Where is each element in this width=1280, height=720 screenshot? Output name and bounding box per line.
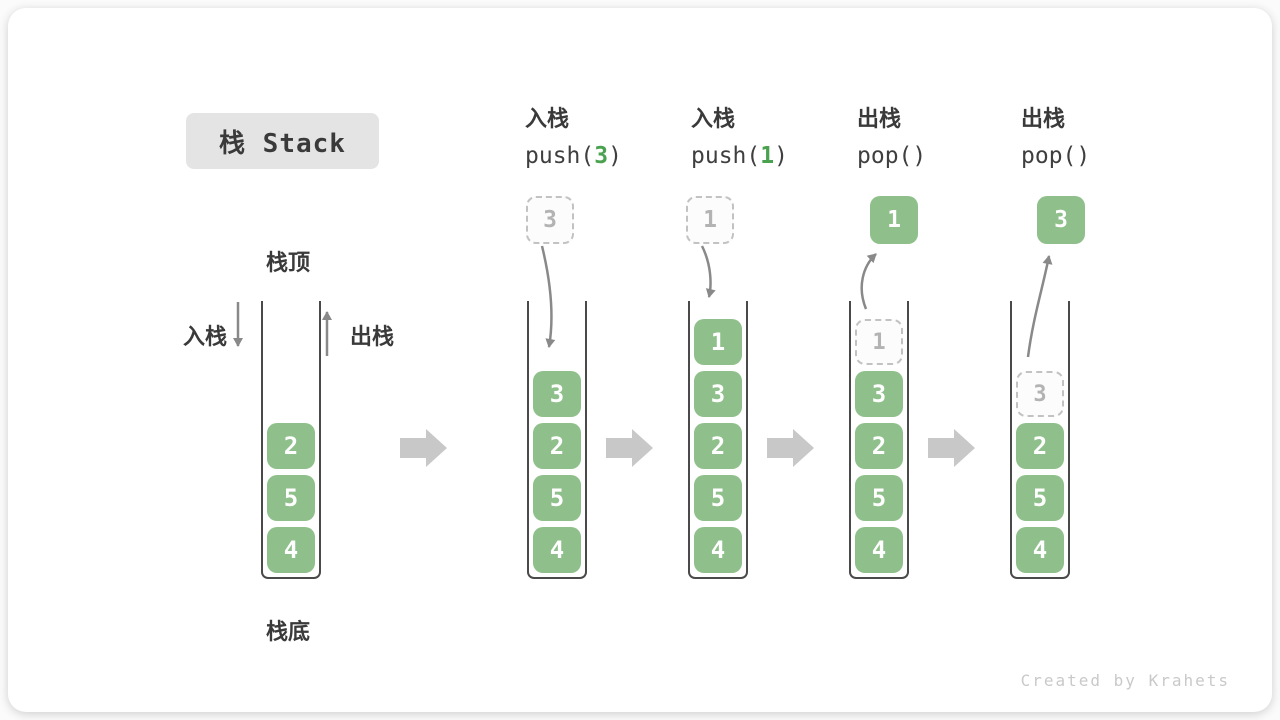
pushing-value-box: 1 bbox=[686, 196, 734, 244]
stack-bottom-label: 栈底 bbox=[266, 620, 311, 645]
stack-top-label: 栈顶 bbox=[266, 251, 311, 276]
op-header-pop-2: 出栈 pop() bbox=[1021, 107, 1090, 169]
code-pre: push( bbox=[525, 143, 595, 169]
code-post: ) bbox=[774, 143, 788, 169]
stack-cell: 3 bbox=[533, 371, 581, 417]
code-arg: 3 bbox=[594, 143, 609, 169]
popped-value-box: 1 bbox=[870, 196, 918, 244]
stack-cell: 4 bbox=[533, 527, 581, 573]
op-code-label: push(3) bbox=[525, 143, 622, 169]
flow-arrow-icon bbox=[928, 429, 975, 467]
op-code-label: pop() bbox=[857, 143, 926, 169]
flow-arrow-icon bbox=[606, 429, 653, 467]
stack-cell: 3 bbox=[855, 371, 903, 417]
diagram-title: 栈 Stack bbox=[186, 113, 379, 169]
stack-state-pop-2: 3 2 5 4 bbox=[1010, 301, 1070, 579]
push-direction-label: 入栈 bbox=[183, 325, 228, 350]
stack-cell-ghost: 1 bbox=[855, 319, 903, 365]
pop-direction-label: 出栈 bbox=[350, 325, 395, 350]
stack-cell: 4 bbox=[694, 527, 742, 573]
stack-state-push-1: 1 3 2 5 4 bbox=[688, 301, 748, 579]
stack-cell: 2 bbox=[1016, 423, 1064, 469]
diagram-card: 栈 Stack 入栈 push(3) 入栈 push(1) 出栈 pop() 出… bbox=[8, 8, 1272, 712]
stack-cell: 3 bbox=[694, 371, 742, 417]
op-header-push-1: 入栈 push(1) bbox=[691, 107, 788, 169]
stack-cell: 5 bbox=[855, 475, 903, 521]
code-arg: 1 bbox=[760, 143, 775, 169]
op-action-label: 出栈 bbox=[857, 107, 902, 132]
pushing-value-box: 3 bbox=[526, 196, 574, 244]
watermark: Created by Krahets bbox=[1020, 671, 1230, 690]
code-post: ) bbox=[1076, 143, 1091, 169]
stack-cell: 2 bbox=[267, 423, 315, 469]
code-pre: pop( bbox=[1021, 143, 1077, 169]
stack-cell: 4 bbox=[267, 527, 315, 573]
stack-cell: 1 bbox=[694, 319, 742, 365]
stack-cell: 2 bbox=[855, 423, 903, 469]
stack-cell: 4 bbox=[855, 527, 903, 573]
stack-cell: 4 bbox=[1016, 527, 1064, 573]
flow-arrow-icon bbox=[400, 429, 447, 467]
code-post: ) bbox=[608, 143, 622, 169]
stack-state-push-3: 3 2 5 4 bbox=[527, 301, 587, 579]
op-code-label: push(1) bbox=[691, 143, 788, 169]
stack-state-initial: 2 5 4 bbox=[261, 301, 321, 579]
op-action-label: 入栈 bbox=[691, 107, 736, 132]
stack-state-pop-1: 1 3 2 5 4 bbox=[849, 301, 909, 579]
stack-cell: 5 bbox=[533, 475, 581, 521]
op-action-label: 出栈 bbox=[1021, 107, 1066, 132]
stack-cell: 5 bbox=[267, 475, 315, 521]
popped-value-box: 3 bbox=[1037, 196, 1085, 244]
stack-cell: 5 bbox=[1016, 475, 1064, 521]
code-pre: push( bbox=[691, 143, 761, 169]
flow-arrow-icon bbox=[767, 429, 814, 467]
code-post: ) bbox=[912, 143, 927, 169]
stack-cell: 5 bbox=[694, 475, 742, 521]
op-action-label: 入栈 bbox=[525, 107, 570, 132]
op-header-push-3: 入栈 push(3) bbox=[525, 107, 622, 169]
stack-cell-ghost: 3 bbox=[1016, 371, 1064, 417]
push-motion-arrow-icon bbox=[700, 245, 716, 298]
stack-cell: 2 bbox=[533, 423, 581, 469]
stack-cell: 2 bbox=[694, 423, 742, 469]
code-pre: pop( bbox=[857, 143, 913, 169]
op-code-label: pop() bbox=[1021, 143, 1090, 169]
op-header-pop-1: 出栈 pop() bbox=[857, 107, 926, 169]
